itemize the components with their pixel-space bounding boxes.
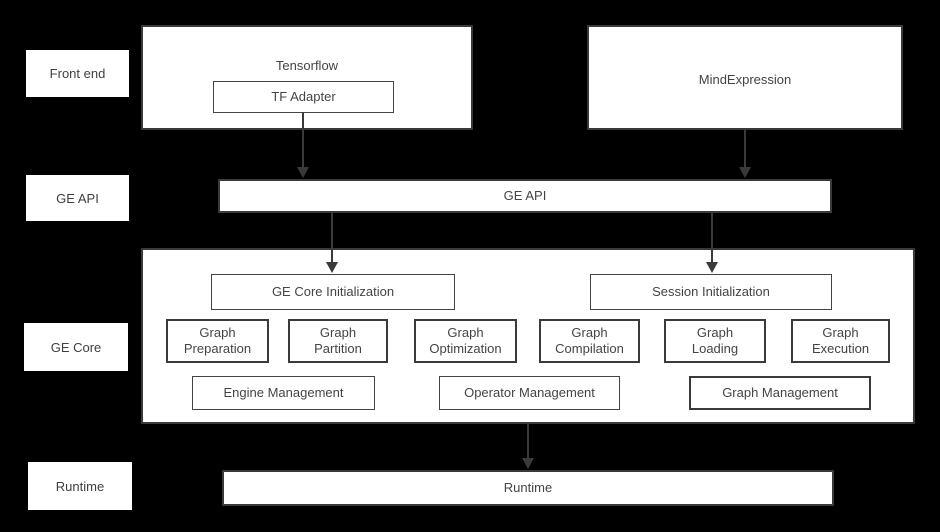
graph-management-label: Graph Management [722,384,838,400]
operator-management-label: Operator Management [464,384,595,400]
stage-label-front-end: Front end [26,50,129,97]
session-initialization-label: Session Initialization [652,283,770,299]
ge-core-initialization-box[interactable]: GE Core Initialization [211,274,455,310]
stage-label-runtime: Runtime [28,462,132,510]
graph-preparation-line2: Preparation [183,341,252,356]
stage-label-ge-api: GE API [26,175,129,221]
graph-execution-line2: Execution [811,341,870,356]
ge-api-bar[interactable]: GE API [218,179,832,213]
graph-partition-line2: Partition [314,341,362,356]
operator-management-box[interactable]: Operator Management [439,376,620,410]
graph-preparation-line1: Graph [199,324,236,340]
graph-optimization-box[interactable]: Graph Optimization [414,319,517,363]
graph-execution-line1: Graph [822,324,859,340]
stage-label-text: GE Core [50,339,102,355]
graph-compilation-line2: Compilation [555,341,624,356]
stage-label-ge-core: GE Core [24,323,128,371]
stage-label-text: Front end [49,66,106,81]
tf-adapter-box[interactable]: TF Adapter [213,81,394,113]
graph-partition-box[interactable]: Graph Partition [288,319,388,363]
engine-management-label: Engine Management [223,384,344,400]
graph-loading-box[interactable]: Graph Loading [664,319,766,363]
mindexpression-container: MindExpression [587,25,903,130]
tf-adapter-label: TF Adapter [271,88,336,104]
graph-loading-line1: Graph [696,324,734,340]
ge-core-initialization-label: GE Core Initialization [271,283,395,299]
graph-optimization-line2: Optimization [429,341,502,356]
tensorflow-title: Tensorflow [275,58,339,73]
engine-management-box[interactable]: Engine Management [192,376,375,410]
mindexpression-title: MindExpression [698,72,792,87]
graph-management-box[interactable]: Graph Management [689,376,871,410]
graph-preparation-box[interactable]: Graph Preparation [166,319,269,363]
runtime-label: Runtime [503,479,553,495]
graph-compilation-box[interactable]: Graph Compilation [539,319,640,363]
graph-loading-line2: Loading [691,341,739,356]
graph-compilation-line1: Graph [571,324,608,340]
session-initialization-box[interactable]: Session Initialization [590,274,832,310]
stage-label-text: Runtime [55,478,105,494]
graph-partition-line1: Graph [319,324,357,340]
graph-optimization-line1: Graph [447,324,484,340]
graph-execution-box[interactable]: Graph Execution [791,319,890,363]
runtime-bar[interactable]: Runtime [222,470,834,506]
tensorflow-container: Tensorflow [141,25,473,130]
ge-api-label: GE API [503,187,547,203]
stage-label-text: GE API [56,190,99,206]
